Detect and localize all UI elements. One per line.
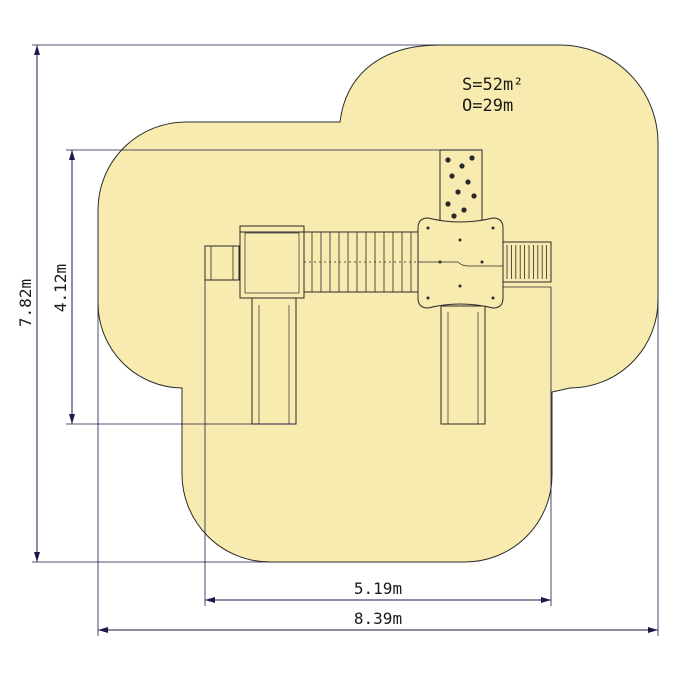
overall-height-label: 7.82m <box>16 279 35 327</box>
climbing-hold <box>471 193 477 199</box>
structure-height-label: 4.12m <box>51 264 70 312</box>
left-slide <box>251 297 297 425</box>
right-tower <box>417 217 504 309</box>
climbing-holds <box>445 155 477 219</box>
climbing-hold <box>461 207 467 213</box>
climbing-hold <box>451 213 457 219</box>
climbing-hold <box>445 157 451 163</box>
tower-bolt <box>426 296 430 300</box>
climbing-hold <box>449 173 455 179</box>
perimeter-label: O=29m <box>462 96 513 116</box>
area-label: S=52m² <box>462 75 523 95</box>
tower-bolt <box>458 284 462 288</box>
dimension-inner-width: 5.19m <box>204 280 552 606</box>
climbing-hold <box>459 163 465 169</box>
play-structure <box>204 149 552 425</box>
tower-bolt <box>458 238 462 242</box>
net-rungs <box>506 245 547 279</box>
left-ladder <box>204 245 240 281</box>
climbing-hold <box>469 155 475 161</box>
tower-bolt <box>438 260 442 264</box>
climbing-hold <box>445 201 451 207</box>
tower-bolt <box>491 226 495 230</box>
dimension-structure-height: 4.12m <box>51 149 482 425</box>
right-net-climber <box>502 241 552 283</box>
left-tower <box>239 227 305 299</box>
right-slide <box>440 305 486 425</box>
tower-bolt <box>491 296 495 300</box>
tower-bolt <box>480 260 484 264</box>
climbing-hold <box>455 189 461 195</box>
dimension-overall-width: 8.39m <box>97 300 659 636</box>
tower-bolts <box>426 226 495 300</box>
tower-bolt <box>426 226 430 230</box>
climbing-hold <box>465 179 471 185</box>
inner-width-label: 5.19m <box>354 579 402 598</box>
safety-zone <box>97 44 659 563</box>
overall-width-label: 8.39m <box>354 609 402 628</box>
dimension-overall-height: 7.82m <box>16 44 440 563</box>
